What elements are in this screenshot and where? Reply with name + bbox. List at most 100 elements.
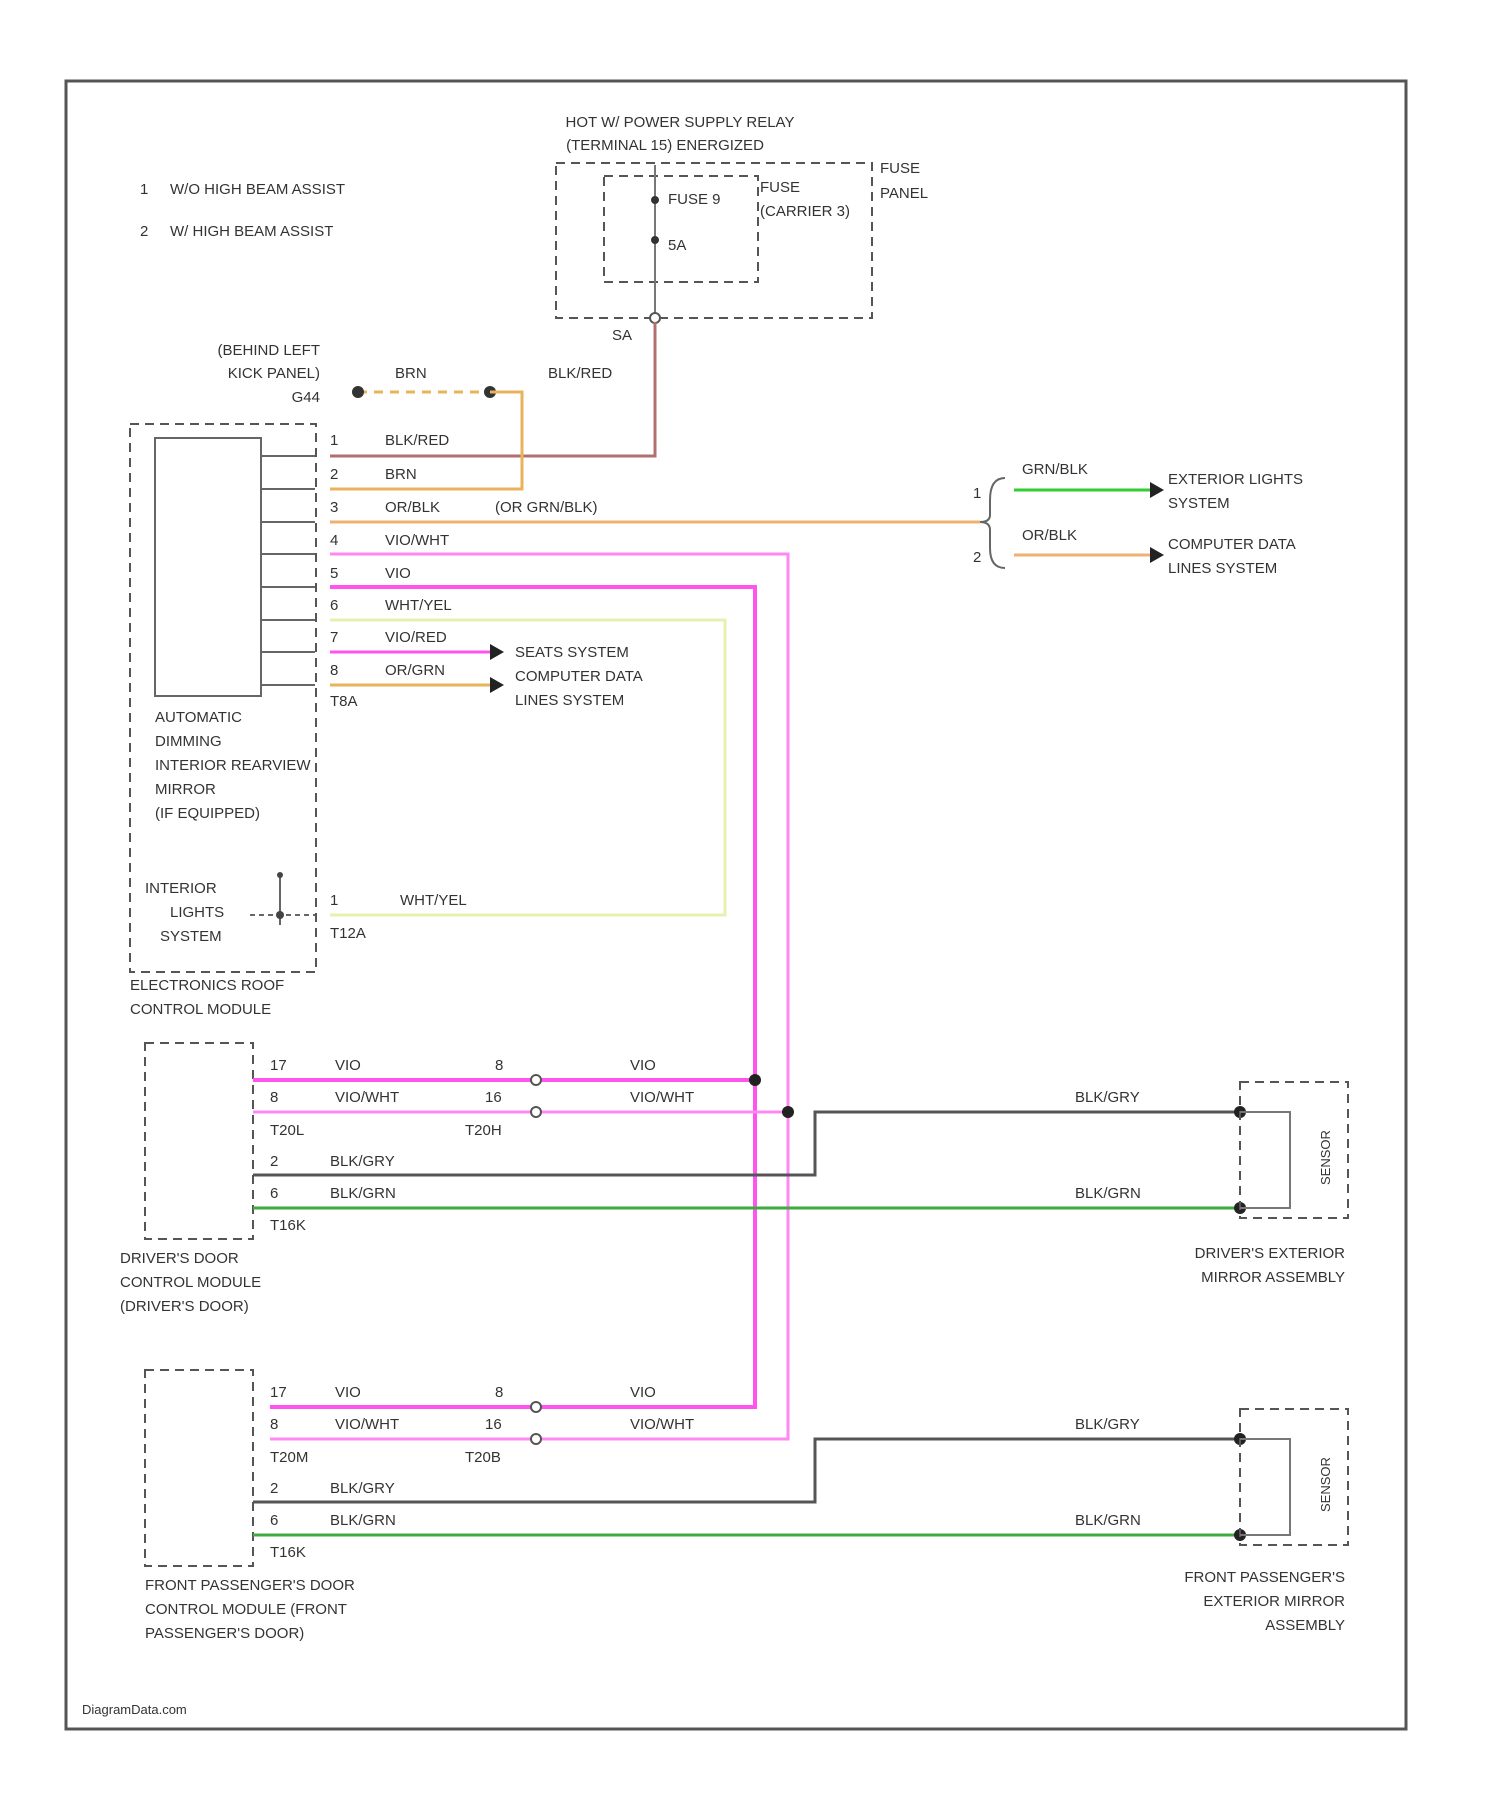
passenger-pin-4: 6 (270, 1512, 278, 1529)
passenger-mirror-label-line3: ASSEMBLY (1265, 1617, 1345, 1634)
mirror-wire-1: BLK/RED (385, 432, 449, 449)
passenger-right-wire-2: BLK/GRN (1075, 1512, 1141, 1529)
mirror-label-line4: MIRROR (155, 781, 216, 798)
top-wire-label: BLK/RED (548, 365, 612, 382)
passenger-module-label-line2: CONTROL MODULE (FRONT (145, 1601, 347, 1618)
driver-wire-2: VIO/WHT (335, 1089, 399, 1106)
note-1-text: W/O HIGH BEAM ASSIST (170, 181, 345, 198)
branch-option-2: 2 (973, 549, 981, 566)
arrow-exterior-lights (1150, 482, 1164, 498)
passenger-right-wire-1: BLK/GRY (1075, 1416, 1140, 1433)
fuse-carrier-label-line1: FUSE (760, 179, 800, 196)
driver-connector-left: T20L (270, 1122, 304, 1139)
interior-lights-node (276, 911, 284, 919)
mirror-body (155, 438, 261, 696)
mirror-label-line2: DIMMING (155, 733, 222, 750)
driver-door-module-box (145, 1043, 253, 1239)
driver-connector-right: T20H (465, 1122, 502, 1139)
seats-dest-line1: SEATS SYSTEM (515, 644, 629, 661)
passenger-mirror-sensor-link (1240, 1439, 1290, 1535)
passenger-door-module-box (145, 1370, 253, 1566)
passenger-rwire-1: VIO (630, 1384, 656, 1401)
passenger-connector-right: T20B (465, 1449, 501, 1466)
relay-label-line2: (TERMINAL 15) ENERGIZED (566, 137, 764, 154)
ground-wire-label: BRN (395, 365, 427, 382)
roof-pin: 1 (330, 892, 338, 909)
passenger-module-label-line3: PASSENGER'S DOOR) (145, 1625, 304, 1642)
roof-connector: T12A (330, 925, 366, 942)
mirror-label-line3: INTERIOR REARVIEW (155, 757, 311, 774)
diagram-frame (66, 81, 1406, 1729)
driver-pin-1: 17 (270, 1057, 287, 1074)
relay-label-line1: HOT W/ POWER SUPPLY RELAY (566, 114, 795, 131)
mirror-wire-8: OR/GRN (385, 662, 445, 679)
fuse-contact-bottom (651, 236, 659, 244)
driver-mirror-sensor: SENSOR (1318, 1130, 1333, 1185)
dest-computer-data-line1: COMPUTER DATA (1168, 536, 1296, 553)
ground-label-line3: G44 (292, 389, 320, 406)
fuse-rating: 5A (668, 237, 686, 254)
passenger-wire-2: VIO/WHT (335, 1416, 399, 1433)
passenger-wire-3: BLK/GRY (330, 1480, 395, 1497)
driver-mirror-label-line1: DRIVER'S EXTERIOR (1195, 1245, 1346, 1262)
driver-right-wire-1: BLK/GRY (1075, 1089, 1140, 1106)
dest-exterior-lights-line2: SYSTEM (1168, 495, 1230, 512)
driver-module-label-line3: (DRIVER'S DOOR) (120, 1298, 249, 1315)
passenger-connector-left: T20M (270, 1449, 308, 1466)
passenger-rpin-2: 16 (485, 1416, 502, 1433)
branch-option-1: 1 (973, 485, 981, 502)
driver-rwire-2: VIO/WHT (630, 1089, 694, 1106)
fuse-panel-label-line1: FUSE (880, 160, 920, 177)
mirror-wire-4: VIO/WHT (385, 532, 449, 549)
passenger-rwire-2: VIO/WHT (630, 1416, 694, 1433)
driver-mirror-sensor-link (1240, 1112, 1290, 1208)
fuse-contact-top (651, 196, 659, 204)
passenger-pin-3: 2 (270, 1480, 278, 1497)
passenger-pin-2: 8 (270, 1416, 278, 1433)
dest-computer-data-line2: LINES SYSTEM (1168, 560, 1277, 577)
mirror-pin-4: 4 (330, 532, 338, 549)
branch-wire-1: GRN/BLK (1022, 461, 1088, 478)
fuse-terminal: SA (612, 327, 632, 344)
driver-pin-3: 2 (270, 1153, 278, 1170)
driver-module-label-line1: DRIVER'S DOOR (120, 1250, 239, 1267)
driver-pin-2: 8 (270, 1089, 278, 1106)
mirror-label-line1: AUTOMATIC (155, 709, 242, 726)
mirror-pin-1: 1 (330, 432, 338, 449)
fuse-terminal-pin (650, 313, 660, 323)
passenger-inline-connector-2 (531, 1434, 541, 1444)
option-brace (980, 478, 1005, 568)
driver-mirror-label-line2: MIRROR ASSEMBLY (1201, 1269, 1345, 1286)
mirror-wire-6: WHT/YEL (385, 597, 452, 614)
driver-wire-1: VIO (335, 1057, 361, 1074)
wire-vio-long (270, 587, 755, 1407)
ground-label-line1: (BEHIND LEFT (217, 342, 320, 359)
passenger-inline-connector-1 (531, 1402, 541, 1412)
passenger-wire-blk-gry (253, 1439, 1240, 1502)
mirror-wire-2: BRN (385, 466, 417, 483)
driver-splice-vio (749, 1074, 761, 1086)
driver-right-wire-2: BLK/GRN (1075, 1185, 1141, 1202)
mirror-pin-7: 7 (330, 629, 338, 646)
mirror-wire-7: VIO/RED (385, 629, 447, 646)
mirror-pin-8: 8 (330, 662, 338, 679)
mirror-pin-2: 2 (330, 466, 338, 483)
arrow-seats (490, 644, 504, 660)
driver-wire-4: BLK/GRN (330, 1185, 396, 1202)
passenger-wire-4: BLK/GRN (330, 1512, 396, 1529)
interior-lights-node-top (277, 872, 283, 878)
driver-inline-connector-2 (531, 1107, 541, 1117)
mirror-pin-3: 3 (330, 499, 338, 516)
passenger-mirror-label-line2: EXTERIOR MIRROR (1203, 1593, 1345, 1610)
passenger-wire-1: VIO (335, 1384, 361, 1401)
driver-pin-4: 6 (270, 1185, 278, 1202)
mirror-wire-3: OR/BLK (385, 499, 440, 516)
mirror-connector-stubs (262, 456, 315, 685)
dest-exterior-lights-line1: EXTERIOR LIGHTS (1168, 471, 1303, 488)
roof-module-label-line1: ELECTRONICS ROOF (130, 977, 284, 994)
mirror-label-line5: (IF EQUIPPED) (155, 805, 260, 822)
passenger-mirror-sensor: SENSOR (1318, 1457, 1333, 1512)
interior-lights-line2: LIGHTS (170, 904, 224, 921)
driver-module-label-line2: CONTROL MODULE (120, 1274, 261, 1291)
mirror-connector: T8A (330, 693, 358, 710)
